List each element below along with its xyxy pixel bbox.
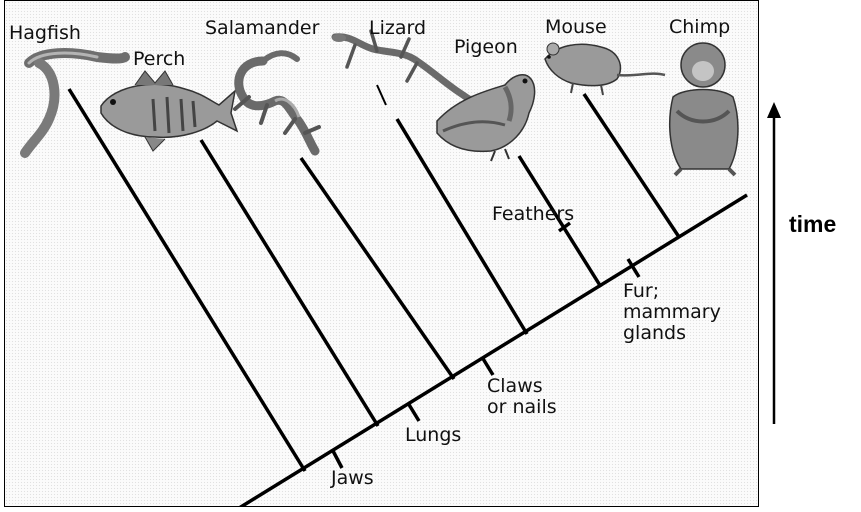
tick-lungs (408, 403, 419, 421)
main-trunk-line (231, 195, 747, 507)
mouse-icon (545, 43, 665, 95)
taxon-label-chimp: Chimp (669, 17, 730, 38)
taxon-label-pigeon: Pigeon (454, 37, 518, 58)
time-arrow-icon (762, 102, 786, 428)
taxon-label-mouse: Mouse (545, 17, 607, 38)
tick-claws (482, 357, 493, 375)
branch-hagfish (69, 89, 305, 471)
trait-label-feathers: Feathers (492, 204, 574, 225)
cladogram-frame: Hagfish Perch Salamander Lizard Pigeon M… (4, 0, 759, 507)
taxon-label-lizard: Lizard (369, 18, 426, 39)
time-axis-label: time (789, 211, 836, 238)
taxon-label-hagfish: Hagfish (9, 23, 81, 44)
salamander-icon (235, 53, 319, 151)
trait-label-jaws: Jaws (331, 468, 374, 489)
trait-label-lungs: Lungs (405, 425, 461, 446)
branch-salamander (301, 158, 454, 379)
branch-mouse (584, 94, 679, 237)
branch-perch (201, 140, 378, 426)
perch-icon (101, 71, 237, 151)
trait-label-claws: Claws or nails (487, 376, 557, 418)
tick-jaws (332, 449, 342, 468)
taxon-label-perch: Perch (133, 49, 185, 70)
branch-lizard (397, 119, 527, 334)
chimp-icon (670, 43, 738, 175)
taxon-label-salamander: Salamander (205, 18, 319, 39)
trait-label-fur: Fur; mammary glands (623, 281, 721, 344)
cladogram-svg (5, 1, 759, 507)
